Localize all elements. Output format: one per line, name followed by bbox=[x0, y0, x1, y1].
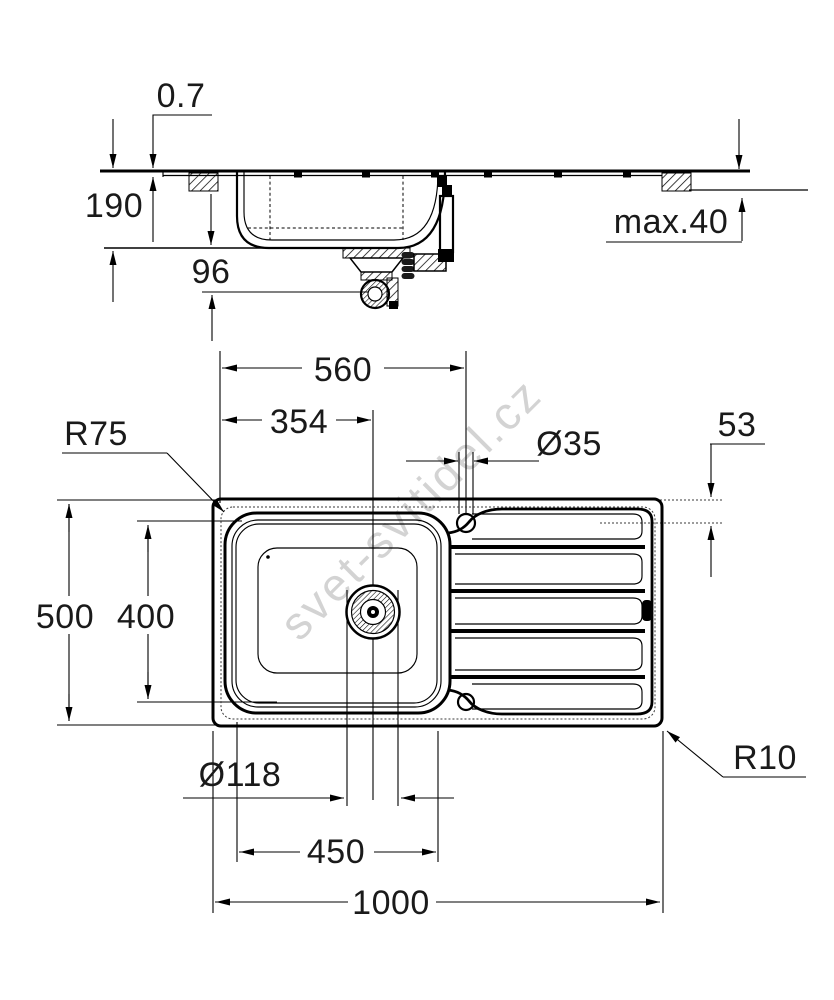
dim-drain-diameter: Ø118 bbox=[183, 756, 454, 802]
leader-bowl-radius: R75 bbox=[62, 415, 225, 513]
dim-label-190: 190 bbox=[85, 187, 143, 225]
dim-bowl-depth: 190 bbox=[85, 119, 264, 302]
dim-label-500: 500 bbox=[36, 598, 94, 636]
dim-label-0-7: 0.7 bbox=[157, 77, 206, 115]
dim-label-96: 96 bbox=[192, 253, 231, 291]
dim-label-dia35: Ø35 bbox=[536, 425, 602, 463]
drain-trap-assembly bbox=[342, 247, 411, 310]
dim-bowl-outer-width: 450 bbox=[239, 833, 436, 871]
sink-inner-rim bbox=[220, 506, 656, 720]
dim-label-r75: R75 bbox=[64, 415, 128, 453]
plan-view: 560 354 Ø35 53 R75 bbox=[36, 351, 806, 922]
dim-label-max40: max.40 bbox=[614, 203, 729, 241]
tap-hole-top bbox=[455, 512, 477, 534]
leader-corner-radius: R10 bbox=[666, 730, 806, 778]
dim-label-53: 53 bbox=[718, 406, 757, 444]
counter-cut-hatch-left bbox=[188, 172, 219, 192]
dim-label-dia118: Ø118 bbox=[199, 756, 282, 794]
dim-counter-thickness: max.40 bbox=[606, 119, 746, 243]
dim-sheet-thickness: 0.7 bbox=[149, 77, 212, 242]
dim-354: 354 bbox=[222, 403, 371, 441]
dim-label-400: 400 bbox=[117, 598, 175, 636]
dim-trap-clearance: 96 bbox=[192, 194, 368, 341]
fastening-clips bbox=[294, 172, 631, 178]
dim-label-450: 450 bbox=[307, 833, 365, 871]
drainboard-outlet-slot bbox=[642, 600, 652, 621]
overflow-pipe bbox=[401, 176, 455, 279]
dim-label-560: 560 bbox=[314, 351, 372, 389]
dim-label-1000: 1000 bbox=[352, 884, 430, 922]
dim-label-354: 354 bbox=[270, 403, 328, 441]
dim-overall-depth: 500 bbox=[36, 504, 94, 721]
section-view: 0.7 190 96 max.40 bbox=[85, 77, 808, 341]
dim-label-r10: R10 bbox=[733, 739, 797, 777]
dim-bowl-outer-depth: 400 bbox=[117, 525, 175, 699]
bowl-section bbox=[235, 171, 447, 250]
dim-tap-diameter: Ø35 bbox=[406, 425, 602, 465]
drain-plan bbox=[345, 584, 401, 640]
sink-outer-edge bbox=[211, 497, 664, 728]
tap-hole-bottom bbox=[456, 692, 476, 712]
bowl-plan bbox=[223, 511, 452, 715]
drainboard bbox=[447, 507, 654, 716]
dim-overall-length: 1000 bbox=[215, 884, 660, 922]
dim-560: 560 bbox=[222, 351, 464, 389]
counter-cut-hatch-right bbox=[661, 172, 692, 192]
dim-tap-offset: 53 bbox=[707, 406, 765, 577]
